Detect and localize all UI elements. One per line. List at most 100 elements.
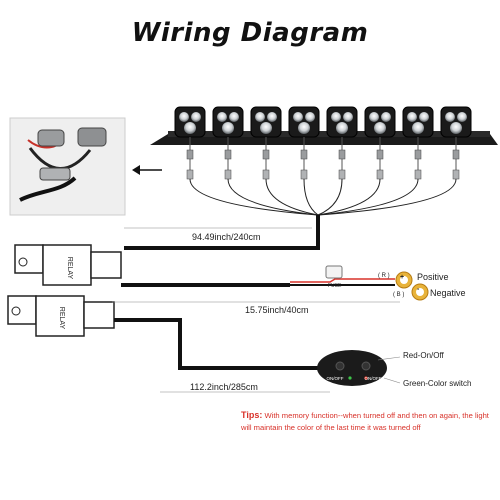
fuse-label: FUSE <box>328 283 342 289</box>
plus-sign: + <box>400 274 405 281</box>
pod-lens <box>260 122 272 134</box>
cable-power-length: 15.75inch/40cm <box>245 305 309 315</box>
inset-connector-right <box>77 127 107 147</box>
pod-lens <box>407 112 417 122</box>
inset-harness <box>19 176 77 202</box>
pigtail-plug <box>338 149 346 160</box>
cable-main-length: 94.49inch/240cm <box>192 232 261 242</box>
pod-lens <box>419 112 429 122</box>
pod-lens <box>343 112 353 122</box>
negative-label: Negative <box>430 288 466 298</box>
tips-text: With memory function--when turned off an… <box>241 411 489 432</box>
pigtail <box>317 137 346 216</box>
pigtail-run <box>317 178 381 216</box>
leader-red <box>377 356 401 361</box>
led-pod <box>364 106 396 138</box>
pod-lens <box>450 122 462 134</box>
led-pods <box>174 106 472 138</box>
cable-switch-length: 112.2inch/285cm <box>190 382 258 392</box>
relay-bottom-socket <box>83 301 115 329</box>
pigtail-plug <box>186 149 194 160</box>
terminal-r-label: ( R ) <box>378 273 390 279</box>
pod-lens <box>412 122 424 134</box>
pigtail-run <box>265 178 319 216</box>
pigtail-plug <box>452 149 460 160</box>
pigtail <box>317 137 422 216</box>
pod-lens <box>381 112 391 122</box>
pigtail <box>300 137 319 216</box>
pod-lens <box>369 112 379 122</box>
pigtail-plug <box>224 149 232 160</box>
pod-lens <box>267 112 277 122</box>
page-title: Wiring Diagram <box>131 18 369 48</box>
main-cable <box>124 215 320 250</box>
led-pod <box>212 106 244 138</box>
inset-connector-left <box>37 129 65 147</box>
switch-left-text: ON/OFF <box>327 376 344 381</box>
pigtail-run <box>303 178 319 216</box>
pigtail-run <box>227 178 319 216</box>
pigtail-harness <box>186 137 460 216</box>
fuse-holder <box>325 265 343 279</box>
pigtail-plug <box>262 149 270 160</box>
pod-lens <box>305 112 315 122</box>
pod-lens <box>255 112 265 122</box>
pod-lens <box>184 122 196 134</box>
connector-inset <box>9 117 126 216</box>
negative-ring-hole <box>416 288 424 296</box>
pigtail-plug <box>186 169 194 180</box>
relay-top-hole <box>18 257 28 267</box>
relay-bottom-hole <box>11 306 21 316</box>
positive-label: Positive <box>417 272 449 282</box>
pigtail-plug <box>338 169 346 180</box>
inset-arrow-head <box>132 165 140 175</box>
terminal-b-label: ( B ) <box>393 292 405 298</box>
relay-top-bracket <box>14 244 44 274</box>
relay-bottom-body <box>35 295 85 337</box>
green-switch-label: Green-Color switch <box>403 379 472 388</box>
pigtail-plug <box>300 169 308 180</box>
pigtail <box>224 137 319 216</box>
relay-bottom-label: RELAY <box>58 307 65 330</box>
pigtail-run <box>317 178 343 216</box>
pigtail <box>262 137 319 216</box>
power-wire-red <box>290 278 395 283</box>
negative-terminal <box>411 283 429 301</box>
tips-heading: Tips: <box>241 410 263 420</box>
switch-body <box>317 350 387 386</box>
led-pod <box>250 106 282 138</box>
pigtail-run <box>317 178 457 216</box>
pigtail-plug <box>300 149 308 160</box>
pod-lens <box>293 112 303 122</box>
pod-lens <box>217 112 227 122</box>
leader-green <box>383 377 401 384</box>
relay-top-body <box>42 244 92 286</box>
pod-lens <box>445 112 455 122</box>
pod-lens <box>191 112 201 122</box>
pod-lens <box>179 112 189 122</box>
pigtail-plug <box>414 149 422 160</box>
red-switch-label: Red-On/Off <box>403 351 444 360</box>
relay-top-label: RELAY <box>66 257 73 280</box>
switch-led-red <box>364 376 368 380</box>
minus-sign: - <box>417 286 420 293</box>
pigtail-plug <box>376 149 384 160</box>
switch-led-green <box>348 376 352 380</box>
pigtail <box>186 137 319 216</box>
switch-button-right <box>361 361 371 371</box>
pigtail-plug <box>224 169 232 180</box>
pigtail <box>317 137 384 216</box>
pigtail <box>317 137 460 216</box>
pod-lens <box>298 122 310 134</box>
light-bar <box>150 106 498 145</box>
positive-terminal <box>395 271 413 289</box>
pod-lens <box>374 122 386 134</box>
inset-plug <box>39 167 71 181</box>
switch-button-left <box>335 361 345 371</box>
pod-lens <box>336 122 348 134</box>
pigtail-plug <box>414 169 422 180</box>
relay-top-socket <box>90 251 122 279</box>
pod-lens <box>457 112 467 122</box>
